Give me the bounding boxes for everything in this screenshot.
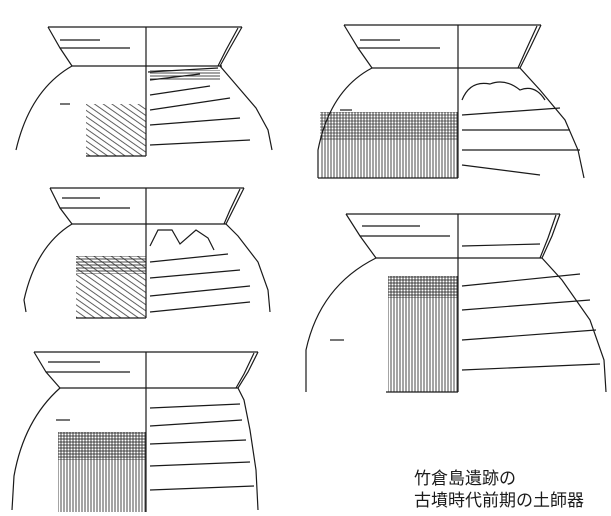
pot-5-drawing [11, 351, 259, 512]
pot-3-drawing [23, 187, 271, 319]
caption-line-2: 古墳時代前期の土師器 [414, 491, 584, 511]
pot-2-drawing [317, 24, 585, 179]
caption-line-1: 竹倉島遺跡の [414, 469, 516, 489]
figure-caption: 竹倉島遺跡の 古墳時代前期の土師器 [414, 468, 611, 512]
